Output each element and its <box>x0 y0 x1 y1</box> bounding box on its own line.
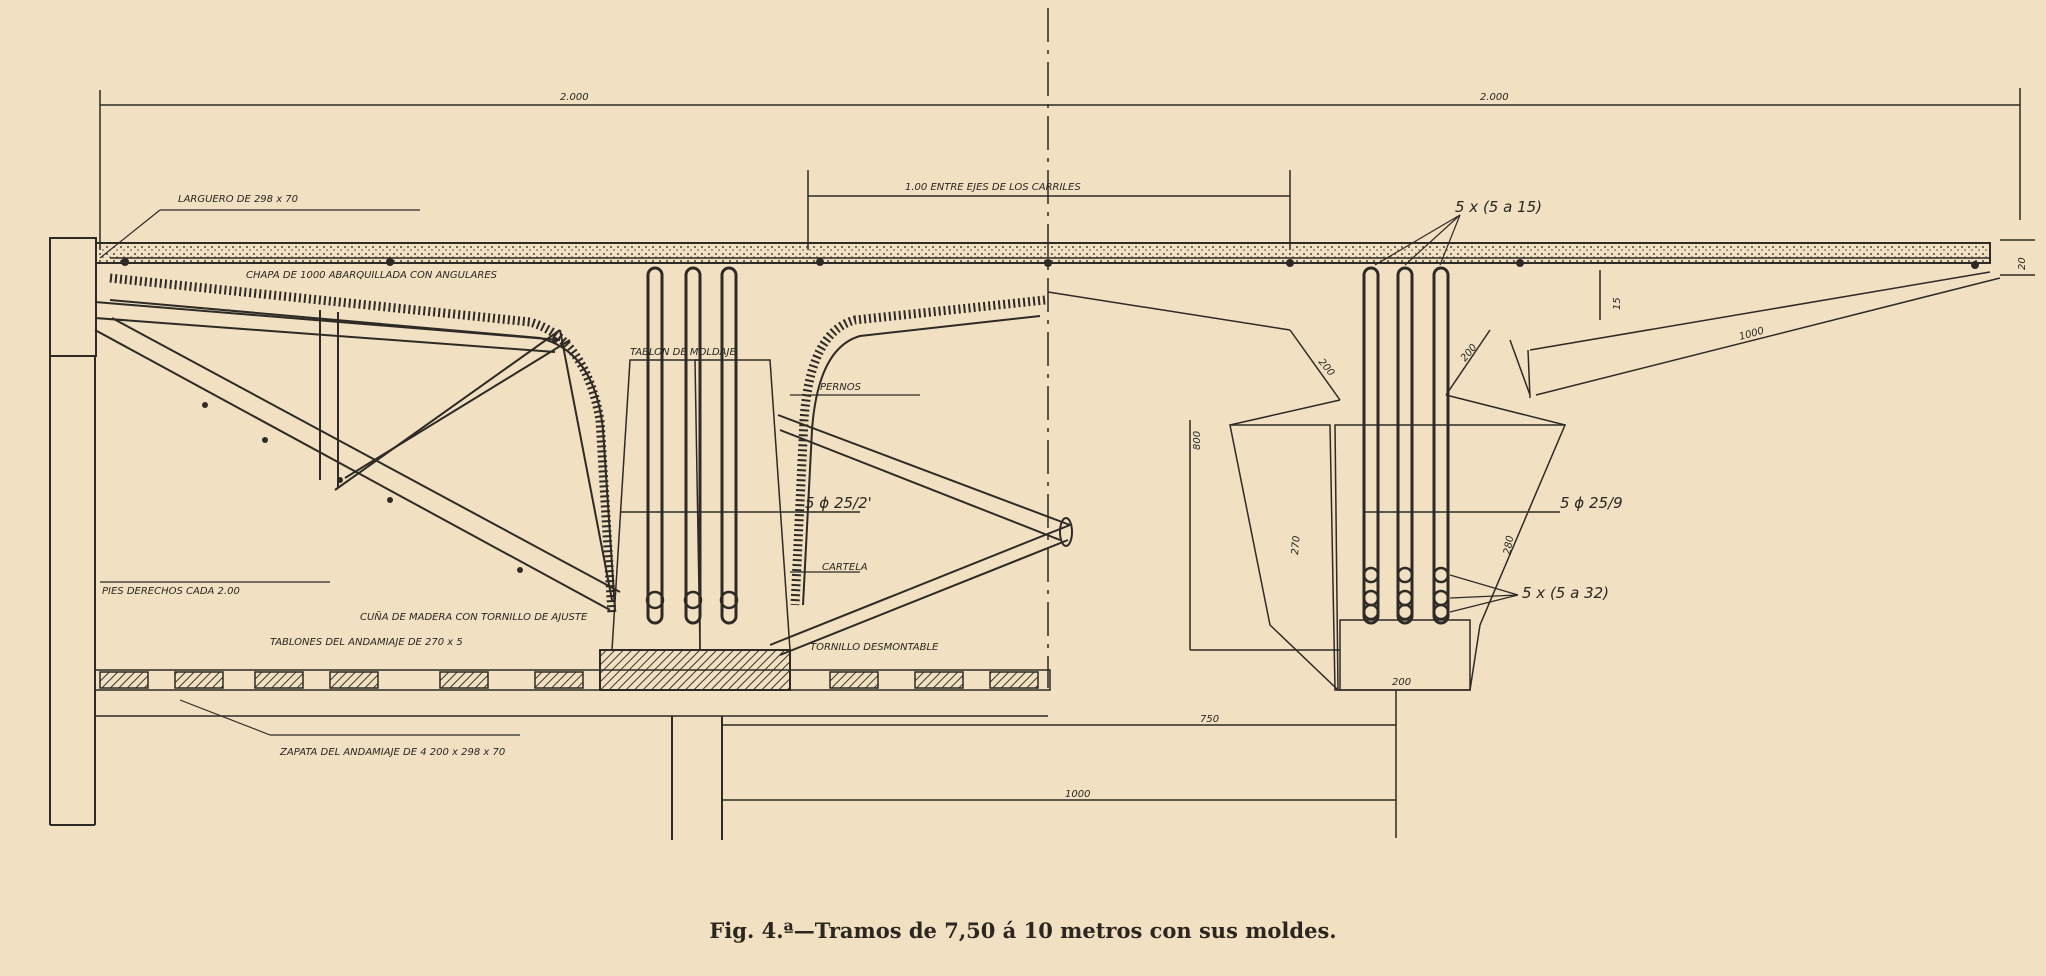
label-dim-side: 270 <box>1290 535 1303 555</box>
label-zapata: ZAPATA DEL ANDAMIAJE DE 4 200 x 298 x 70 <box>279 747 505 758</box>
label-dim-haunch-left: 200 <box>1316 357 1337 379</box>
label-dim-750: 750 <box>1200 714 1219 725</box>
label-tablones: TABLONES DEL ANDAMIAJE DE 270 x 5 <box>270 637 463 648</box>
label-larguero: LARGUERO DE 298 x 70 <box>178 194 298 205</box>
label-dim-right: 2.000 <box>1480 92 1509 103</box>
label-stirrups-bottom: 5 x (5 a 32) <box>1522 584 1609 602</box>
label-cartela: CARTELA <box>822 562 868 573</box>
label-tablon: TABLON DE MOLDAJE <box>630 347 736 358</box>
right-strut <box>769 414 1073 656</box>
left-beam <box>599 266 860 691</box>
label-dim-1000: 1000 <box>1065 789 1090 800</box>
label-dim-flange: 20 <box>2017 257 2028 270</box>
label-pernos: PERNOS <box>820 382 862 393</box>
label-dim-slab: 15 <box>1612 297 1623 310</box>
label-left-bars: 5 ϕ 25/2' <box>805 494 872 512</box>
leader-lines <box>99 209 1519 736</box>
drawing-labels: 2.000 2.000 1.00 ENTRE EJES DE LOS CARRI… <box>102 92 2028 800</box>
figure-caption: Fig. 4.ª—Tramos de 7,50 á 10 metros con … <box>709 918 1337 943</box>
deck-slab <box>91 242 1991 264</box>
left-truss <box>94 301 621 611</box>
label-dim-left: 2.000 <box>560 92 589 103</box>
label-dim-base: 200 <box>1392 677 1411 688</box>
left-post <box>49 237 97 357</box>
scaffold-planks <box>94 669 1051 717</box>
label-dim-haunch-right: 200 <box>1459 342 1480 364</box>
label-pies-derechos: PIES DERECHOS CADA 2.00 <box>102 586 240 597</box>
bolt-heads <box>121 258 1979 573</box>
bar-ends <box>645 566 1450 621</box>
label-right-bars: 5 ϕ 25/9 <box>1560 494 1623 512</box>
label-cuna: CUÑA DE MADERA CON TORNILLO DE AJUSTE <box>360 610 588 623</box>
right-deck <box>1047 270 2001 426</box>
right-beam <box>1189 266 1567 691</box>
label-rails: 1.00 ENTRE EJES DE LOS CARRILES <box>905 182 1081 193</box>
label-dim-depth: 800 <box>1192 431 1203 450</box>
mould-profile <box>109 273 617 616</box>
label-dim-web: 280 <box>1502 535 1516 556</box>
label-chapa: CHAPA DE 1000 ABARQUILLADA CON ANGULARES <box>246 270 498 281</box>
label-stirrups-top: 5 x (5 a 15) <box>1455 198 1542 216</box>
label-tornillo: TORNILLO DESMONTABLE <box>810 642 939 653</box>
